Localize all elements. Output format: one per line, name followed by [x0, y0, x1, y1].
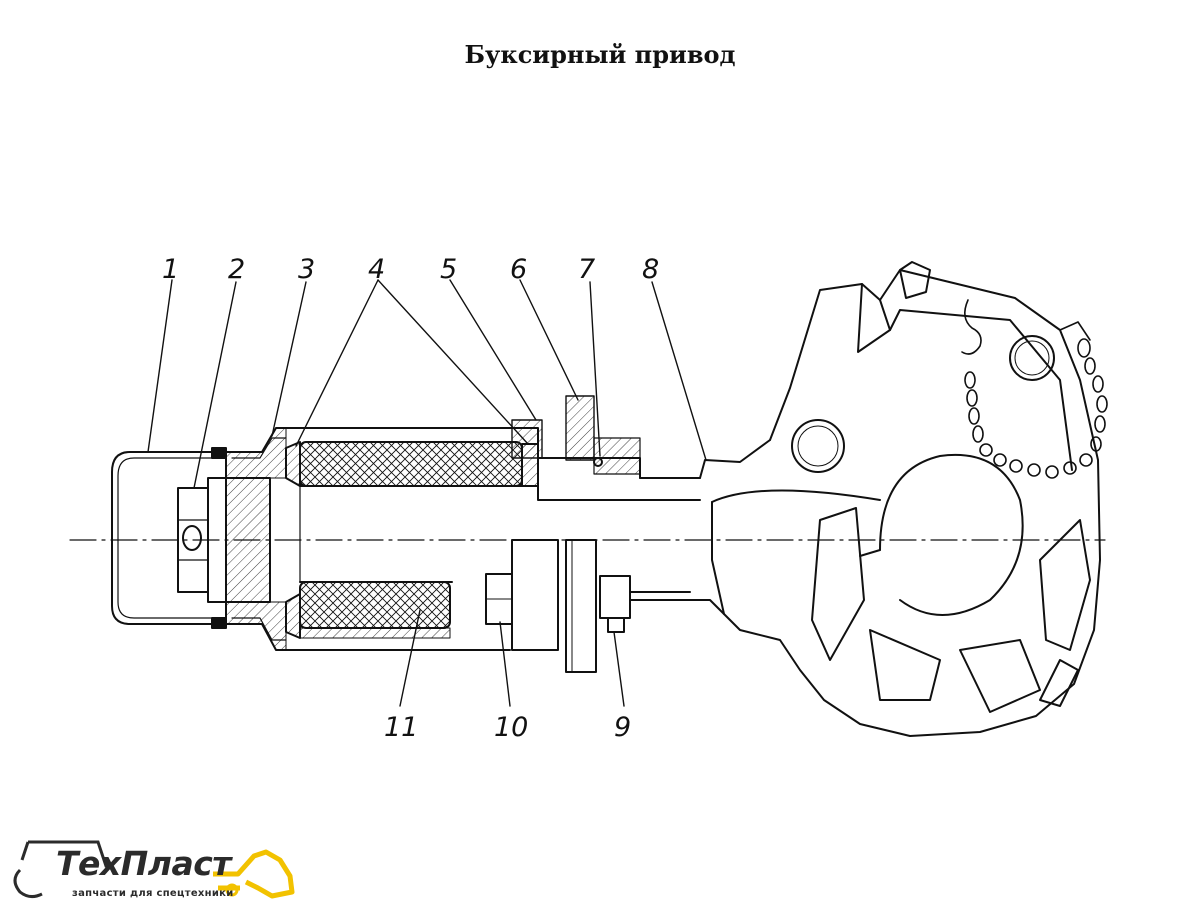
leader-lines — [147, 279, 707, 707]
callout-5: 5 — [440, 254, 457, 285]
safety-chain — [961, 299, 1108, 479]
callout-6: 6 — [510, 254, 527, 285]
loader-icon — [13, 840, 295, 899]
bushing-left — [285, 441, 301, 487]
shaft — [299, 485, 701, 501]
callout-3: 3 — [298, 254, 315, 285]
flange-5 — [511, 419, 543, 459]
page-title: Буксирный привод — [464, 40, 736, 69]
pivot-hole-left — [791, 419, 845, 473]
callout-2: 2 — [228, 254, 245, 285]
nut-9 — [599, 575, 631, 619]
brand-logo: ТехПласт запчасти для спецтехники — [8, 830, 308, 910]
pivot-hole-right — [1009, 335, 1055, 381]
flange-6 — [565, 395, 595, 461]
hook-stem — [639, 439, 771, 479]
brand-tagline: запчасти для спецтехники — [72, 888, 234, 899]
callout-9: 9 — [614, 712, 631, 743]
rubber-element-bottom — [299, 581, 451, 629]
callout-8: 8 — [642, 254, 659, 285]
end-cap — [111, 451, 216, 625]
rubber-element-top — [299, 441, 523, 487]
flange-plate — [511, 539, 559, 651]
hook-mouth — [879, 454, 1024, 616]
callout-1: 1 — [162, 254, 179, 285]
callout-4: 4 — [368, 254, 385, 285]
brand-name: ТехПласт — [56, 844, 231, 883]
seal-7 — [593, 457, 603, 467]
callout-10: 10 — [494, 712, 528, 743]
hook-body — [711, 269, 1101, 737]
callout-11: 11 — [384, 712, 418, 743]
callout-7: 7 — [578, 254, 595, 285]
